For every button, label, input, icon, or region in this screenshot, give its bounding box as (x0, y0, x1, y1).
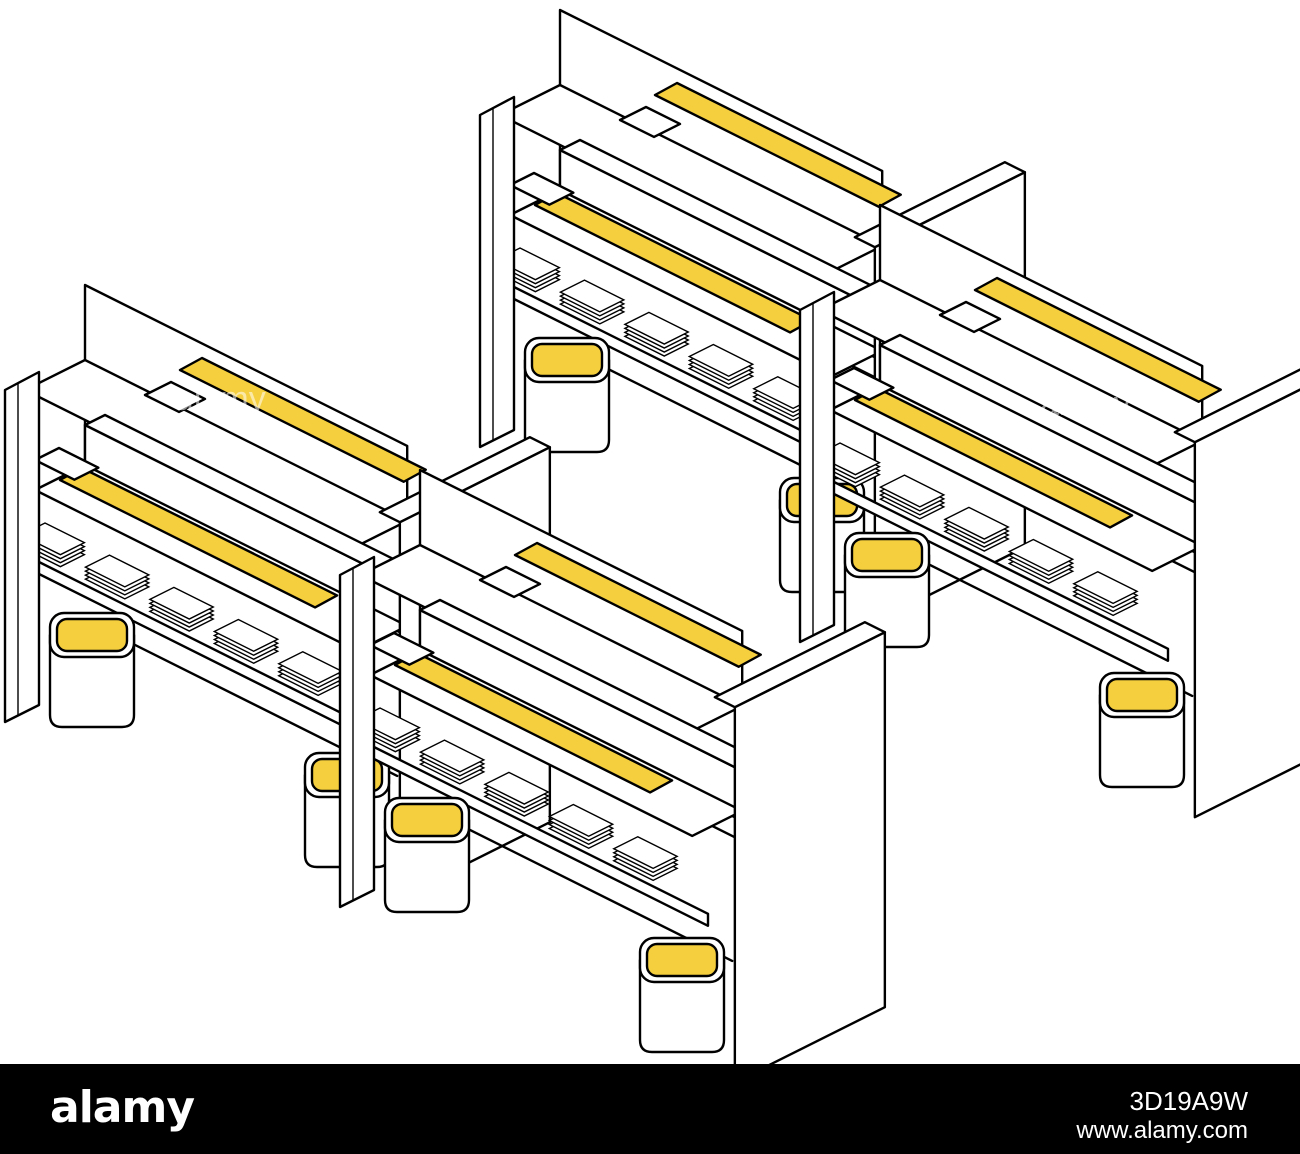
paper-stack (483, 771, 550, 817)
paper-sheet (547, 803, 615, 838)
paper-stack (547, 803, 615, 850)
image-id-code: 3D19A9W (1129, 1086, 1249, 1116)
desk-accent-strip (653, 81, 902, 208)
paper-sheet (418, 739, 486, 773)
keyboard (508, 171, 575, 206)
keyboard (143, 380, 207, 414)
paper-stack (148, 586, 215, 632)
paper-sheet (612, 835, 679, 870)
end-panel-right-top (713, 621, 887, 709)
trash-bin-opening (390, 802, 464, 838)
paper-stack (277, 650, 344, 697)
keyboard (618, 105, 682, 139)
end-panel-left (3, 370, 41, 724)
paper-stack (878, 474, 946, 520)
trash-bin-opening (55, 617, 129, 653)
paper-stack (612, 835, 679, 882)
end-panel-left (338, 555, 376, 909)
keyboard (33, 446, 100, 481)
paper-sheet (687, 343, 755, 378)
trash-bin (48, 611, 136, 729)
paper-stack (943, 506, 1010, 552)
alamy-logo: alamy (50, 1082, 195, 1133)
trash-bin-opening (1105, 677, 1179, 713)
image-url: www.alamy.com (1076, 1117, 1248, 1145)
paper-stack (1007, 538, 1075, 585)
paper-sheet (943, 506, 1010, 540)
paper-sheet (83, 554, 151, 588)
keyboard (938, 300, 1002, 334)
desk-accent-strip (178, 356, 427, 483)
trash-bin (1098, 671, 1186, 789)
trash-bin-opening (645, 942, 719, 978)
paper-sheet (212, 618, 280, 653)
trash-bin-opening (850, 537, 924, 573)
paper-sheet (148, 586, 215, 620)
end-panel-right-top (1173, 368, 1300, 444)
paper-stack (687, 343, 755, 390)
paper-stack (83, 554, 151, 600)
paper-sheet (623, 311, 690, 345)
keyboard (828, 366, 895, 401)
end-panel-left (478, 95, 516, 449)
image-id: 3D19A9W www.alamy.com (1076, 1086, 1248, 1146)
desk-accent-strip (513, 541, 762, 668)
paper-stack (623, 311, 690, 357)
paper-sheet (878, 474, 946, 508)
office-cubicles-illustration (3, 8, 1300, 1064)
paper-stack (212, 618, 280, 665)
keyboard (368, 631, 435, 666)
trash-bin (383, 796, 471, 914)
trash-bin (523, 336, 611, 454)
cubicle-back-right (798, 203, 1300, 819)
end-panel-left (798, 290, 836, 644)
desk-accent-strip (973, 276, 1222, 403)
paper-sheet (1072, 570, 1139, 605)
paper-stack (418, 739, 486, 785)
paper-sheet (277, 650, 344, 685)
trash-bin-opening (530, 342, 604, 378)
keyboard (478, 565, 542, 599)
paper-sheet (558, 279, 626, 313)
paper-sheet (483, 771, 550, 805)
paper-stack (558, 279, 626, 325)
footer-bar: alamy 3D19A9W www.alamy.com (0, 1064, 1300, 1154)
paper-sheet (1007, 538, 1075, 573)
paper-stack (1072, 570, 1139, 617)
trash-bin (638, 936, 726, 1054)
cubicle-front-right (338, 468, 887, 1064)
